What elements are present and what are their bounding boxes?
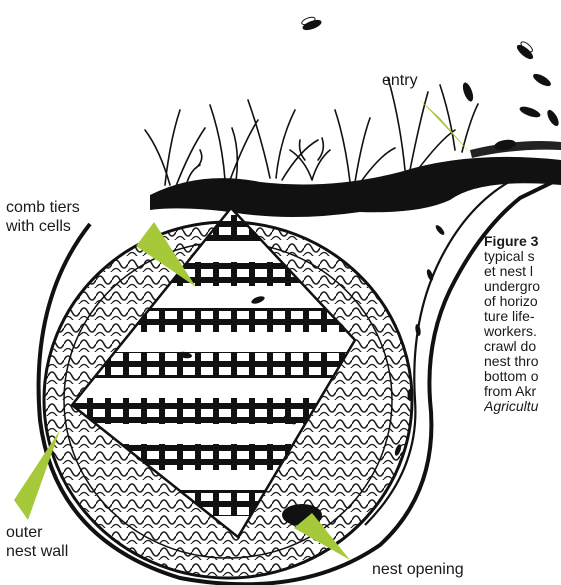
caption-line: from Akr [484,384,561,399]
caption-line: et nest l [484,264,561,279]
label-nest-opening: nest opening [372,560,464,579]
caption-line: ture life- [484,309,561,324]
label-comb-tiers: comb tiers with cells [6,198,80,236]
caption-line: bottom o [484,369,561,384]
caption-line: crawl do [484,339,561,354]
caption-line: Agricultu [484,399,561,414]
label-entry: entry [382,71,418,90]
figure-caption: Figure 3 typical s et nest l undergro of… [484,234,561,414]
caption-line: typical s [484,249,561,264]
caption-line: nest thro [484,354,561,369]
label-outer-nest-wall: outer nest wall [6,523,68,561]
caption-line: Figure 3 [484,234,561,249]
caption-line: of horizo [484,294,561,309]
caption-line: workers. [484,324,561,339]
caption-line: undergro [484,279,561,294]
